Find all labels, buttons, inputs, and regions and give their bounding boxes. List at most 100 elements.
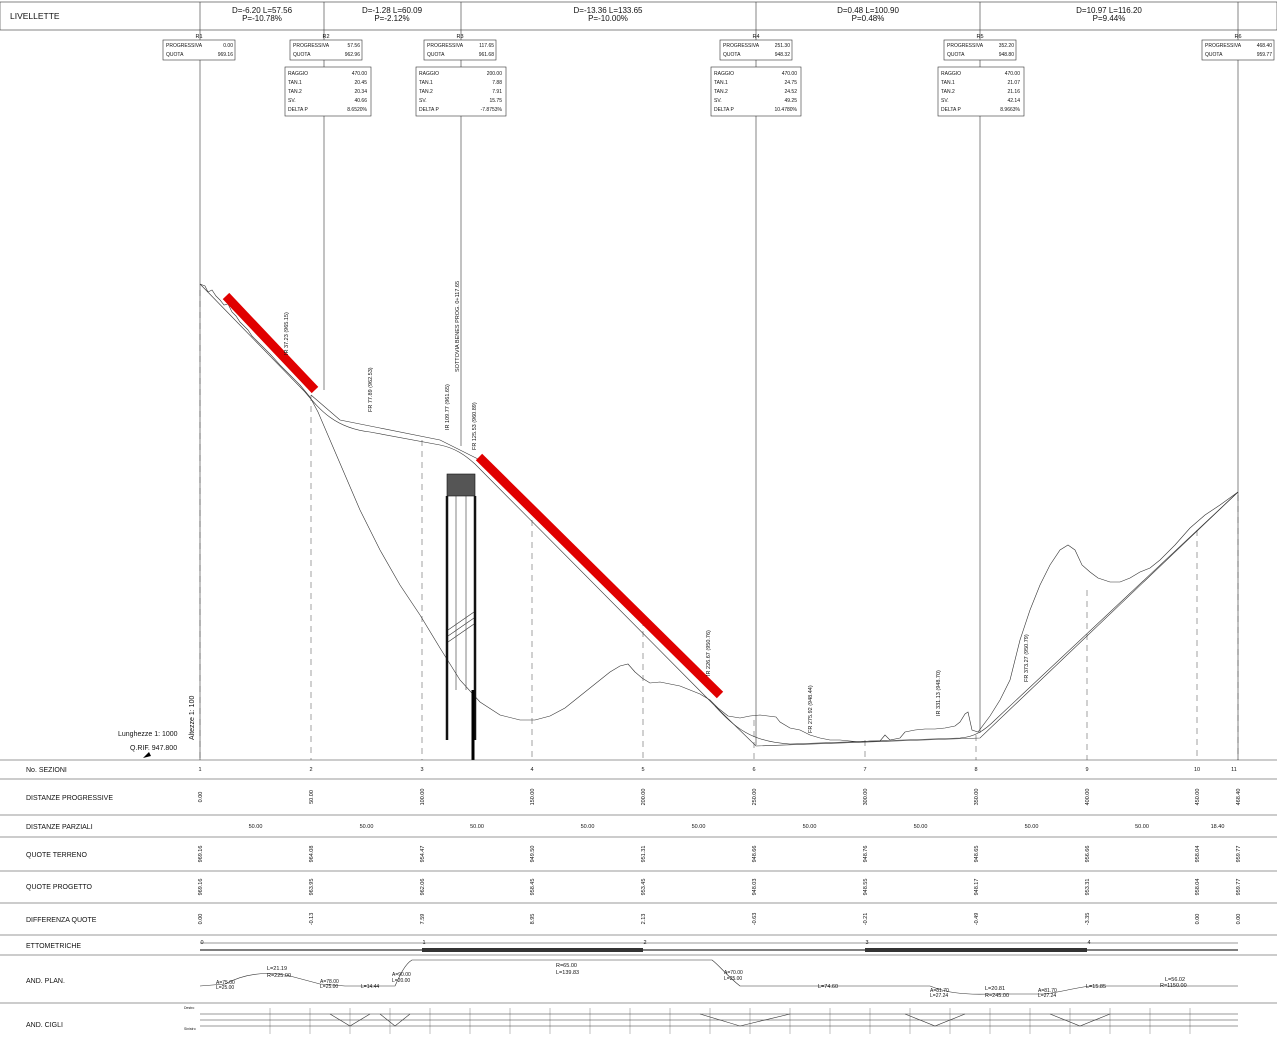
svg-text:L=21.19: L=21.19 [267,966,287,972]
horizontal-scale-label: Lunghezze 1: 1000 [118,731,178,738]
row-label-dist-parz: DISTANZE PARZIALI [26,824,93,831]
partial-distance: 50.00 [692,824,706,830]
row-label-dist-prog: DISTANZE PROGRESSIVE [26,795,113,802]
progressive-distance: 100.00 [420,789,426,806]
project-elevation: 969.16 [198,879,204,896]
progressive-distance: 400.00 [1085,789,1091,806]
partial-distance: 50.00 [249,824,263,830]
svg-text:PROGRESSIVA: PROGRESSIVA [947,43,984,49]
svg-text:QUOTA: QUOTA [427,52,445,58]
section-number: 6 [752,767,755,773]
hectometric-label: 2 [643,940,646,946]
gradient-1-line1: D=-6.20 L=57.56 [232,6,293,15]
vertical-scale-label: Altezze 1: 100 [189,696,196,740]
svg-text:TAN.1: TAN.1 [714,80,728,86]
terrain-elevation: 956.66 [1085,846,1091,863]
progressive-distance: 350.00 [974,789,980,806]
svg-text:QUOTA: QUOTA [947,52,965,58]
section-number: 1 [198,767,201,773]
project-elevation: 948.03 [752,879,758,896]
svg-text:L=27.24: L=27.24 [930,993,948,999]
section-number: 10 [1194,767,1200,773]
vertex-box-r2: R2 PROGRESSIVA QUOTA 57.56 962.96 [289,34,363,61]
svg-text:PROGRESSIVA: PROGRESSIVA [723,43,760,49]
svg-text:QUOTA: QUOTA [293,52,311,58]
svg-text:L=27.24: L=27.24 [1038,993,1056,999]
svg-text:117.65: 117.65 [479,43,494,49]
svg-text:8.9663%: 8.9663% [1000,107,1020,113]
annotation-ir-226: IR 226.67 (950.76) [706,630,712,676]
gradient-3-line2: P=-10.00% [588,14,628,23]
annotation-sottovia: SOTTOVIA BENES PROG. 0+117.65 [455,281,461,372]
section-number: 8 [974,767,977,773]
progressive-distance: 468.40 [1236,789,1242,806]
svg-text:L=20.00: L=20.00 [392,978,410,984]
annotation-fr-77: FR 77.89 (962.53) [368,367,374,412]
svg-text:A=75.00: A=75.00 [216,980,235,986]
section-number: 9 [1085,767,1088,773]
svg-text:R=245.00: R=245.00 [985,993,1009,999]
svg-text:959.77: 959.77 [1257,52,1273,58]
svg-text:TAN.2: TAN.2 [288,89,302,95]
plan-alignment-strip: A=75.00 L=25.00 L=21.19 R=225.00 A=78.00… [199,959,1238,999]
header-title: LIVELLETTE [10,11,60,21]
progressive-distance: 150.00 [530,789,536,806]
svg-text:8.6520%: 8.6520% [347,107,367,113]
terrain-elevation: 969.16 [198,846,204,863]
annotation-fr-125: FR 125.53 (960.89) [472,402,478,450]
svg-text:42.14: 42.14 [1007,98,1020,104]
svg-text:7.88: 7.88 [492,80,502,86]
svg-text:PROGRESSIVA: PROGRESSIVA [293,43,330,49]
svg-text:251.30: 251.30 [775,43,791,49]
svg-text:TAN.2: TAN.2 [714,89,728,95]
svg-text:57.56: 57.56 [347,43,360,49]
partial-distance: 50.00 [470,824,484,830]
svg-text:470.00: 470.00 [782,71,798,77]
terrain-elevation: 958.04 [1195,846,1201,863]
svg-text:L=15.85: L=15.85 [1086,984,1106,990]
vertex-box-r3: R3 PROGRESSIVA QUOTA 117.65 961.68 [423,34,497,61]
svg-text:24.75: 24.75 [784,80,797,86]
svg-text:470.00: 470.00 [1005,71,1021,77]
terrain-elevation: 959.77 [1236,846,1242,863]
svg-text:L=56.02: L=56.02 [1165,977,1185,983]
svg-text:R=1150.00: R=1150.00 [1160,983,1187,989]
project-elevation: 959.77 [1236,879,1242,896]
curve-box-4: RAGGIO TAN.1 TAN.2 SV. DELTA P 470.00 21… [937,66,1025,117]
project-elevation: 953.45 [641,879,647,896]
svg-text:15.75: 15.75 [489,98,502,104]
partial-distance: 50.00 [914,824,928,830]
profile-annotations: IR 37.23 (965.15) FR 77.89 (962.53) IR 1… [284,281,1030,733]
partial-distance: 50.00 [1135,824,1149,830]
underpass-structure [445,473,477,760]
vertex-box-r4: R4 PROGRESSIVA QUOTA 251.30 948.32 [719,34,793,61]
vertex-box-r5: R5 PROGRESSIVA QUOTA 352.20 948.80 [943,34,1017,61]
svg-text:R4: R4 [752,34,759,40]
terrain-line [199,283,1239,743]
svg-text:TAN.1: TAN.1 [941,80,955,86]
project-elevation: 958.04 [1195,879,1201,896]
svg-text:200.00: 200.00 [487,71,503,77]
svg-text:QUOTA: QUOTA [1205,52,1223,58]
progressive-distance: 300.00 [863,789,869,806]
guide-line [310,394,1239,747]
annotation-ir-331: IR 331.13 (948.70) [936,670,942,716]
gradient-2-line1: D=-1.28 L=60.09 [362,6,423,15]
gradient-5-line1: D=10.97 L=116.20 [1076,6,1142,15]
svg-text:0.00: 0.00 [223,43,233,49]
terrain-elevation: 964.08 [309,846,315,863]
svg-text:A=90.00: A=90.00 [392,972,411,978]
svg-text:468.40: 468.40 [1257,43,1273,49]
elevation-difference: 8.95 [530,914,536,925]
elevation-difference: 7.59 [420,914,426,925]
svg-text:SV.: SV. [288,98,296,104]
vertex-box-r6: R6 PROGRESSIVA QUOTA 468.40 959.77 [1201,34,1275,61]
terrain-elevation: 949.50 [530,846,536,863]
elevation-difference: 0.00 [1236,914,1242,925]
svg-text:961.68: 961.68 [479,52,495,58]
svg-text:R=225.00: R=225.00 [267,973,291,979]
